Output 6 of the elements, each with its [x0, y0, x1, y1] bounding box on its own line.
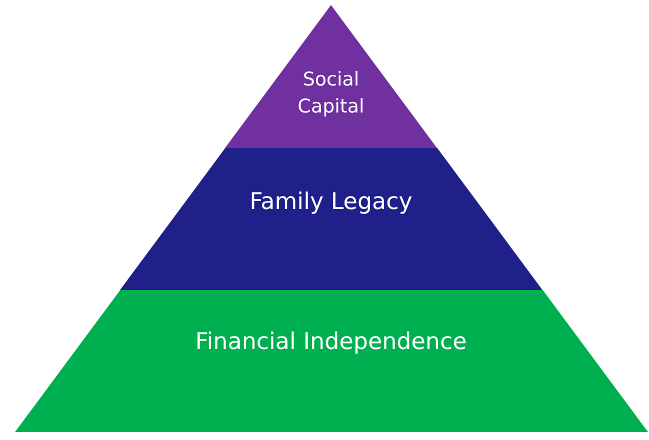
pyramid-tier [120, 148, 542, 290]
tier-label: Family Legacy [248, 188, 414, 217]
pyramid-tier [14, 290, 648, 432]
pyramid-tier [225, 5, 437, 148]
tier-label: Financial Independence [194, 328, 468, 357]
tier-label: Social Capital [296, 67, 366, 119]
